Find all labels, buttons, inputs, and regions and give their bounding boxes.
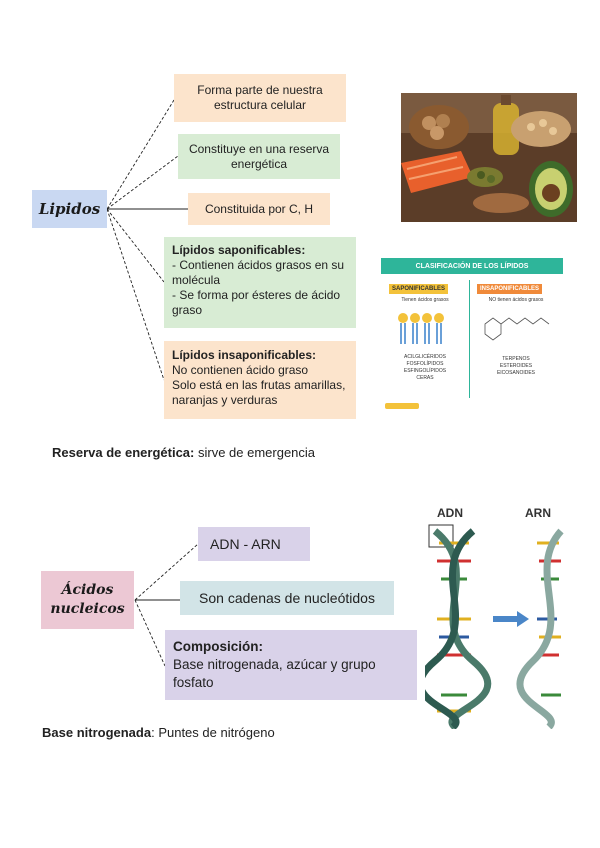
box-text: Son cadenas de nucleótidos (199, 589, 375, 606)
lipidos-title: Lipidos (32, 190, 107, 228)
note-definition: : Puntes de nitrógeno (151, 725, 275, 740)
acidos-box-adn-arn: ADN - ARN (198, 527, 310, 561)
note-definition: sirve de emergencia (194, 445, 316, 460)
box-text: Constituida por C, H (204, 201, 314, 216)
lipidos-note: Reserva de energética: sirve de emergenc… (52, 445, 472, 460)
insaponificables-sub: NO tienen ácidos grasos (488, 297, 544, 303)
box-text: Forma parte de nuestra estructura celula… (197, 83, 323, 112)
insaponificables-list: TERPENOS ESTEROIDES EICOSANOIDES (473, 356, 559, 377)
saponificables-sub: Tienen ácidos grasos (401, 297, 449, 303)
dna-rna-helix-illustration (425, 524, 564, 729)
dna-label: ADN (437, 506, 463, 520)
acidos-note: Base nitrogenada: Puntes de nitrógeno (42, 725, 462, 740)
dna-rna-image: ADN ARN (425, 503, 578, 729)
list-item: EICOSANOIDES (496, 370, 536, 376)
infographic-footer-bar (385, 403, 419, 409)
list-item: CERAS (416, 375, 434, 381)
box-text: - Contienen ácidos grasos en su molécula (172, 258, 345, 287)
acidos-title: Ácidos nucleicos (41, 571, 134, 629)
list-item: ESFINGOLÍPIDOS (403, 368, 447, 374)
acidos-box-cadenas: Son cadenas de nucleótidos (180, 581, 394, 615)
list-item: TERPENOS (502, 356, 530, 362)
box-text: Base nitrogenada, azúcar y grupo fosfato (173, 657, 376, 690)
phospholipid-icon (398, 313, 444, 344)
box-title: Lípidos insaponificables: (172, 348, 317, 362)
rna-label: ARN (525, 506, 551, 520)
lipidos-box-estructura: Forma parte de nuestra estructura celula… (174, 74, 346, 122)
box-text: ADN - ARN (210, 535, 281, 552)
box-title: Lípidos saponificables: (172, 243, 306, 257)
title-line: Ácidos (61, 582, 114, 598)
lipid-foods-illustration (401, 93, 577, 222)
lipid-foods-photo (401, 93, 577, 222)
note-term: Base nitrogenada (42, 725, 152, 740)
note-term: Reserva de energética: (52, 445, 195, 460)
infographic-divider (469, 280, 470, 398)
box-text: Constituye en una reserva energética (188, 141, 330, 171)
lipidos-box-insaponificables: Lípidos insaponificables: No contienen á… (164, 341, 356, 419)
terpene-structure-icon (484, 317, 550, 341)
box-title: Composición: (173, 639, 263, 654)
lipidos-box-constituida: Constituida por C, H (188, 193, 330, 225)
list-item: ACILGLICÉRIDOS (404, 354, 446, 360)
saponificables-list: ACILGLICÉRIDOS FOSFOLÍPIDOS ESFINGOLÍPID… (385, 354, 465, 382)
lipid-classification-infographic: CLASIFICACIÓN DE LOS LÍPIDOS SAPONIFICAB… (381, 258, 563, 413)
lipidos-box-reserva: Constituye en una reserva energética (178, 134, 340, 179)
box-text: - Se forma por ésteres de ácido graso (172, 288, 341, 317)
list-item: FOSFOLÍPIDOS (406, 361, 444, 367)
saponificables-tag: SAPONIFICABLES (389, 284, 449, 294)
acidos-box-composicion: Composición: Base nitrogenada, azúcar y … (165, 630, 417, 700)
title-line: nucleicos (50, 601, 125, 617)
infographic-title: CLASIFICACIÓN DE LOS LÍPIDOS (381, 258, 563, 274)
box-text: No contienen ácido graso (172, 363, 309, 377)
box-text: Solo está en las frutas amarillas, naran… (172, 378, 346, 407)
insaponificables-tag: INSAPONIFICABLES (477, 284, 543, 294)
lipidos-box-saponificables: Lípidos saponificables: - Contienen ácid… (164, 237, 356, 328)
list-item: ESTEROIDES (499, 363, 533, 369)
